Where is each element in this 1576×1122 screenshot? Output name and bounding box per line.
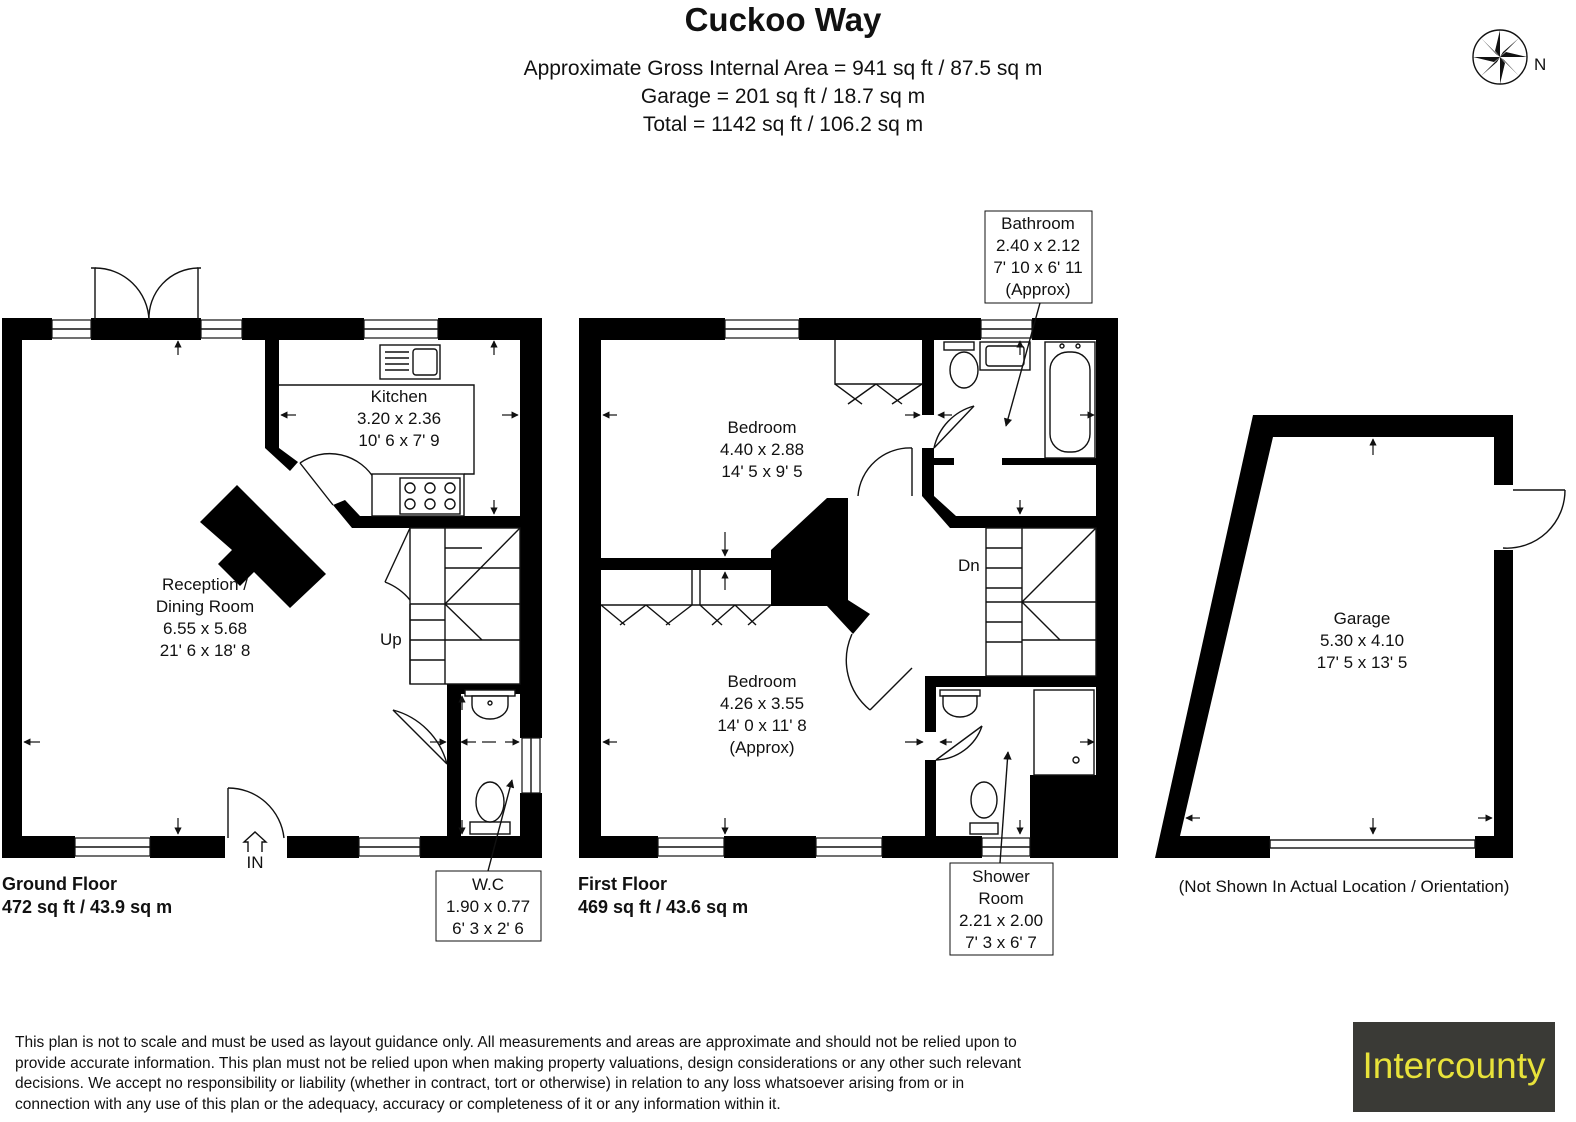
kitchen-fixtures (279, 344, 475, 517)
shower-room-fixtures (939, 689, 1095, 835)
bathroom-note: (Approx) (1005, 280, 1070, 299)
ground-floor-walls (2, 318, 542, 858)
logo-text: Intercounty (1362, 1045, 1546, 1086)
shower-callout-pointer (999, 751, 1012, 864)
first-floor-windows (657, 319, 1033, 857)
garage-metric: 5.30 x 4.10 (1320, 631, 1404, 650)
first-floor-dimensions (602, 340, 1095, 835)
bedroom2-metric: 4.26 x 3.55 (720, 694, 804, 713)
bedroom1-name: Bedroom (728, 418, 797, 437)
entrance-arrow-icon (242, 831, 268, 852)
ground-stairs-label: Up (380, 630, 402, 649)
garage-door (1269, 489, 1566, 849)
kitchen-imperial: 10' 6 x 7' 9 (358, 431, 439, 450)
first-floor-stairs (985, 527, 1097, 677)
compass-north-label: N (1534, 55, 1546, 74)
wc-name: W.C (472, 875, 504, 894)
reception-imperial: 21' 6 x 18' 8 (160, 641, 251, 660)
garage-imperial: 17' 5 x 13' 5 (1317, 653, 1408, 672)
disclaimer-line-1: This plan is not to scale and must be us… (15, 1034, 1017, 1051)
first-floor-area: 469 sq ft / 43.6 sq m (578, 897, 748, 917)
total-area-text: Total = 1142 sq ft / 106.2 sq m (643, 113, 923, 136)
reception-name-line2: Dining Room (156, 597, 254, 616)
first-floor-walls (579, 318, 1118, 858)
bedroom2-imperial: 14' 0 x 11' 8 (717, 716, 806, 735)
compass-icon (1472, 29, 1528, 85)
garage-name: Garage (1334, 609, 1391, 628)
wc-imperial: 6' 3 x 2' 6 (452, 919, 524, 938)
ground-floor-title: Ground Floor (2, 874, 117, 894)
wc-callout-pointer (487, 779, 515, 872)
garage-area-text: Garage = 201 sq ft / 18.7 sq m (641, 85, 925, 108)
bathroom-imperial: 7' 10 x 6' 11 (993, 258, 1082, 277)
first-stairs-label: Dn (958, 556, 980, 575)
first-floor-doors (600, 340, 983, 761)
shower-name: Shower (972, 867, 1030, 886)
reception-metric: 6.55 x 5.68 (163, 619, 247, 638)
garage-dimensions (1185, 438, 1493, 835)
reception-name: Reception / (162, 575, 248, 594)
shower-imperial: 7' 3 x 6' 7 (965, 933, 1037, 952)
ground-floor-area: 472 sq ft / 43.9 sq m (2, 897, 172, 917)
shower-callout-box (949, 862, 1054, 956)
bathroom-callout-box (984, 210, 1093, 304)
logo-background (1353, 1022, 1555, 1112)
gross-area-text: Approximate Gross Internal Area = 941 sq… (524, 57, 1043, 80)
bathroom-fixtures (943, 341, 1096, 459)
first-floor-title: First Floor (578, 874, 667, 894)
wc-fixtures (464, 689, 516, 835)
bathroom-callout-pointer (1003, 302, 1041, 427)
ground-floor-windows (51, 319, 541, 857)
wc-metric: 1.90 x 0.77 (446, 897, 530, 916)
bedroom2-name: Bedroom (728, 672, 797, 691)
bedroom1-imperial: 14' 5 x 9' 5 (721, 462, 802, 481)
kitchen-metric: 3.20 x 2.36 (357, 409, 441, 428)
bedroom2-note: (Approx) (729, 738, 794, 757)
garage-walls (1155, 415, 1513, 858)
entrance-label: IN (247, 853, 264, 872)
plan-title: Cuckoo Way (685, 1, 882, 38)
ground-floor-stairs (409, 527, 521, 685)
disclaimer-line-3: decisions. We accept no responsibility o… (15, 1075, 964, 1092)
shower-metric: 2.21 x 2.00 (959, 911, 1043, 930)
bathroom-name: Bathroom (1001, 214, 1075, 233)
bedroom1-metric: 4.40 x 2.88 (720, 440, 804, 459)
ground-floor-doors (91, 267, 448, 839)
shower-name-line2: Room (978, 889, 1023, 908)
disclaimer-line-4: connection with any use of this plan or … (15, 1096, 781, 1113)
ground-floor-dimensions (23, 340, 520, 835)
bathroom-metric: 2.40 x 2.12 (996, 236, 1080, 255)
wc-callout-box (435, 870, 542, 942)
disclaimer-line-2: provide accurate information. This plan … (15, 1055, 1022, 1072)
garage-location-note: (Not Shown In Actual Location / Orientat… (1179, 877, 1510, 896)
kitchen-name: Kitchen (371, 387, 428, 406)
